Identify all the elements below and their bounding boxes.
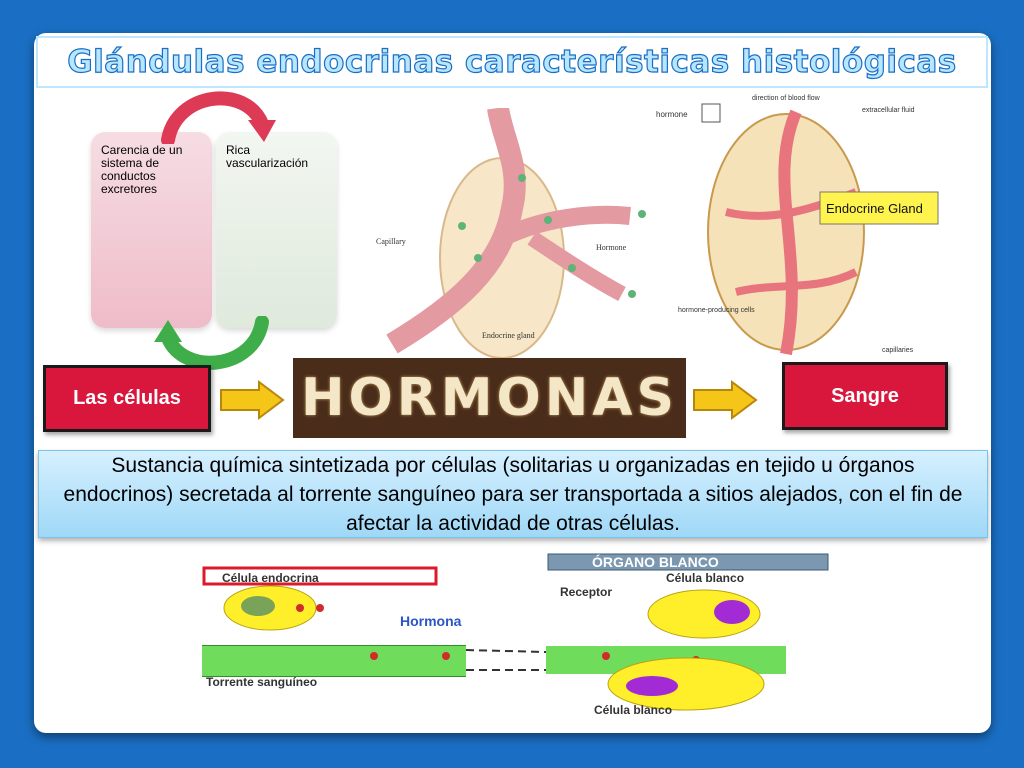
receptor-label: Receptor bbox=[560, 585, 612, 599]
hormone-transport-diagram: Célula endocrina ÓRGANO BLANCO Célula bl… bbox=[202, 553, 829, 717]
definition-text: Sustancia química sintetizada por célula… bbox=[63, 453, 963, 535]
endocrine-gland-box-label: Endocrine Gland bbox=[826, 201, 923, 216]
cycle-panel-right: Rica vascularización bbox=[216, 132, 337, 328]
las-celulas-label: Las células bbox=[73, 387, 181, 409]
cycle-panel-left: Carencia de un sistema de conductos excr… bbox=[91, 132, 212, 328]
endocrine-gland-label: Endocrine gland bbox=[482, 331, 535, 340]
sangre-box: Sangre bbox=[782, 362, 948, 430]
arrow-right-icon bbox=[693, 380, 758, 420]
definition-box: Sustancia química sintetizada por célula… bbox=[38, 450, 988, 538]
hormona-label: Hormona bbox=[400, 613, 462, 629]
capillaries-label: capillaries bbox=[882, 347, 914, 354]
las-celulas-box: Las células bbox=[43, 365, 211, 432]
organo-blanco-label: ÓRGANO BLANCO bbox=[592, 553, 719, 570]
celula-blanco-bottom-label: Célula blanco bbox=[594, 703, 672, 717]
capillary-gland-diagram: Capillary Hormone Endocrine gland bbox=[372, 108, 668, 358]
celula-blanco-top-label: Célula blanco bbox=[666, 571, 744, 585]
hormonas-image: HORMONAS bbox=[293, 358, 686, 438]
cycle-arrow-top-icon bbox=[161, 91, 276, 144]
producing-cells-label: hormone-producing cells bbox=[678, 307, 755, 314]
cycle-arrow-bottom-icon bbox=[154, 316, 269, 370]
torrente-label: Torrente sanguíneo bbox=[206, 675, 317, 689]
hormonas-word: HORMONAS bbox=[301, 368, 678, 428]
blood-flow-label: direction of blood flow bbox=[752, 95, 821, 102]
arrow-right-icon bbox=[220, 380, 285, 420]
extracellular-label: extracellular fluid bbox=[862, 107, 915, 114]
page-title: Glándulas endocrinas características his… bbox=[67, 43, 957, 80]
cycle-right-label: Rica vascularización bbox=[226, 143, 309, 170]
hormone-label: Hormone bbox=[596, 243, 627, 252]
cycle-left-label: Carencia de un sistema de conductos excr… bbox=[101, 143, 183, 196]
hormone-small-label: hormone bbox=[656, 110, 688, 119]
endocrine-gland-diagram: Endocrine Gland hormone direction of blo… bbox=[656, 92, 940, 356]
celula-endocrina-label: Célula endocrina bbox=[222, 571, 319, 585]
sangre-label: Sangre bbox=[831, 384, 899, 407]
title-banner: Glándulas endocrinas características his… bbox=[36, 36, 988, 88]
capillary-label: Capillary bbox=[376, 237, 406, 246]
